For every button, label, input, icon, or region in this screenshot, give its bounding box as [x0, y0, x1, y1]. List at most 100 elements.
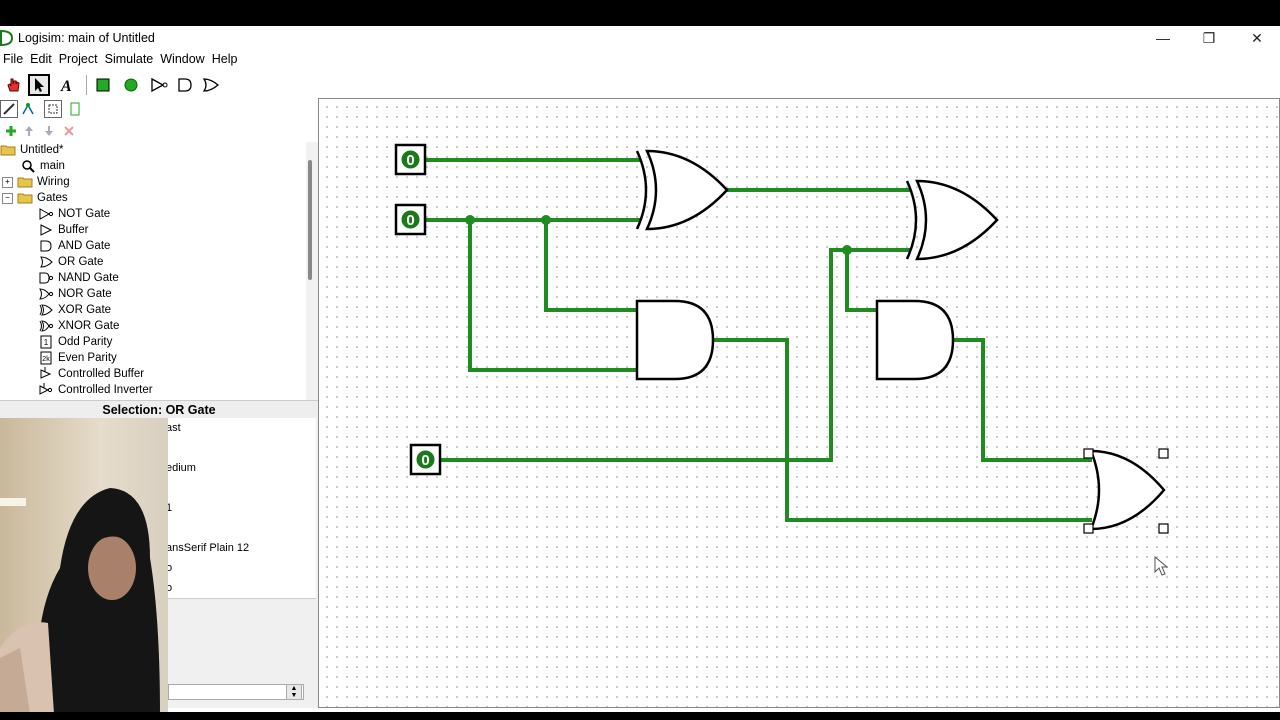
circuit-canvas[interactable]: 0 0 0 — [318, 98, 1280, 708]
edit-layout-icon[interactable] — [44, 100, 62, 118]
tree-gate-label: OR Gate — [58, 256, 104, 268]
output-pin-tool-icon[interactable] — [120, 74, 142, 96]
tree-gate-item[interactable]: OR Gate — [38, 254, 103, 270]
circuit-diagram[interactable]: 0 0 0 — [319, 99, 1280, 709]
wire-junction — [465, 215, 475, 225]
webcam-overlay — [0, 418, 168, 714]
tree-scrollbar[interactable] — [306, 142, 318, 400]
selection-handle[interactable] — [1158, 523, 1169, 534]
edit-appearance-icon[interactable] — [66, 100, 84, 118]
add-circuit-icon[interactable] — [0, 120, 22, 142]
input-pin-value: 0 — [406, 152, 414, 169]
move-down-icon[interactable] — [38, 120, 60, 142]
xor-gate-2[interactable] — [915, 179, 999, 261]
scrollbar-thumb[interactable] — [308, 160, 312, 280]
buffer-icon — [38, 223, 54, 237]
tree-gate-item[interactable]: NOT Gate — [38, 206, 110, 222]
tree-gate-item[interactable]: Controlled Inverter — [38, 382, 153, 398]
svg-text:1: 1 — [44, 338, 49, 347]
nand-gate-icon — [38, 271, 54, 285]
menu-edit[interactable]: Edit — [30, 52, 52, 66]
property-value[interactable]: edium — [166, 458, 316, 479]
tree-item-main[interactable]: main — [20, 158, 65, 174]
logisim-app-icon — [0, 29, 14, 49]
remove-circuit-icon[interactable] — [58, 120, 80, 142]
simulation-tree-icon[interactable] — [20, 100, 38, 118]
menu-help[interactable]: Help — [211, 52, 238, 66]
property-value[interactable]: ast — [166, 418, 316, 439]
minimize-button[interactable]: — — [1156, 30, 1170, 46]
property-value[interactable] — [166, 438, 316, 459]
menu-simulate[interactable]: Simulate — [104, 52, 154, 66]
tree-gate-item[interactable]: XOR Gate — [38, 302, 111, 318]
tree-gate-item[interactable]: XNOR Gate — [38, 318, 119, 334]
and-gate-tool-icon[interactable] — [174, 74, 196, 96]
tree-gate-item[interactable]: Buffer — [38, 222, 88, 238]
input-pin-3[interactable]: 0 — [409, 443, 442, 476]
property-value[interactable]: 1 — [166, 498, 316, 519]
svg-text:2k: 2k — [42, 356, 50, 363]
expand-plus-icon[interactable]: + — [2, 176, 13, 188]
toolbox-view-icon[interactable] — [0, 100, 18, 118]
zoom-spinner-arrows-icon[interactable]: ▲▼ — [286, 684, 302, 700]
input-pin-value-circle — [416, 450, 435, 469]
select-tool-arrow-icon[interactable] — [28, 74, 50, 96]
input-pin-2[interactable]: 0 — [394, 203, 427, 236]
tree-gate-item[interactable]: NAND Gate — [38, 270, 119, 286]
main-label: main — [40, 160, 65, 172]
poke-tool-hand-icon[interactable] — [2, 74, 24, 96]
maximize-button[interactable]: ❐ — [1202, 29, 1216, 46]
window-title: Logisim: main of Untitled — [18, 31, 155, 45]
and-gate-2[interactable] — [875, 299, 955, 381]
property-value[interactable]: o — [166, 558, 316, 579]
selection-handle[interactable] — [1083, 448, 1094, 459]
wire — [845, 248, 881, 312]
tree-item-gates[interactable]: − Gates — [2, 190, 68, 206]
wire-junctions — [465, 215, 852, 255]
move-up-icon[interactable] — [18, 120, 40, 142]
input-pin-1[interactable]: 0 — [394, 143, 427, 176]
or-gate-tool-icon[interactable] — [200, 74, 222, 96]
menu-window[interactable]: Window — [160, 52, 205, 66]
wire — [439, 248, 911, 462]
xor-gate-1[interactable] — [645, 149, 729, 231]
not-gate-tool-icon[interactable] — [148, 74, 170, 96]
tree-project[interactable]: Untitled* — [0, 142, 63, 158]
tree-gate-label: NOT Gate — [58, 208, 111, 220]
folder-icon — [0, 143, 16, 157]
property-value[interactable]: ansSerif Plain 12 — [166, 538, 316, 559]
zoom-spinner[interactable] — [168, 684, 304, 700]
property-value[interactable]: o — [166, 578, 316, 599]
selection-handle[interactable] — [1083, 523, 1094, 534]
close-button[interactable]: ✕ — [1251, 29, 1263, 46]
circuit-magnifier-icon — [20, 159, 36, 173]
wire-junction — [842, 245, 852, 255]
and-gate-1[interactable] — [635, 299, 715, 381]
xnor-gate-icon — [38, 319, 54, 333]
tree-gate-label: Buffer — [58, 224, 89, 236]
tree-item-wiring[interactable]: + Wiring — [2, 174, 70, 190]
menu-file[interactable]: File — [3, 52, 24, 66]
input-pin-tool-icon[interactable] — [92, 74, 114, 96]
text-tool-icon[interactable]: A — [56, 74, 78, 96]
logisim-window: Logisim: main of Untitled — ❐ ✕ File Edit… — [0, 26, 1280, 714]
input-pin-value-circle — [401, 150, 420, 169]
collapse-minus-icon[interactable]: − — [2, 192, 13, 204]
tree-gate-item[interactable]: AND Gate — [38, 238, 110, 254]
input-pin-value: 0 — [421, 452, 429, 469]
tree-gate-item[interactable]: Controlled Buffer — [38, 366, 144, 382]
property-value[interactable] — [166, 478, 316, 499]
or-gate[interactable] — [1089, 449, 1166, 531]
project-toolbar — [0, 122, 320, 140]
selection-handle[interactable] — [1158, 448, 1169, 459]
folder-icon — [17, 191, 33, 205]
tree-gate-item[interactable]: NOR Gate — [38, 286, 112, 302]
tree-gate-label: AND Gate — [58, 240, 111, 252]
xor-gate-2-back-curve — [905, 180, 918, 260]
svg-text:A: A — [60, 78, 72, 93]
menu-project[interactable]: Project — [58, 52, 98, 66]
property-value[interactable] — [166, 518, 316, 539]
taskbar — [0, 712, 1280, 720]
